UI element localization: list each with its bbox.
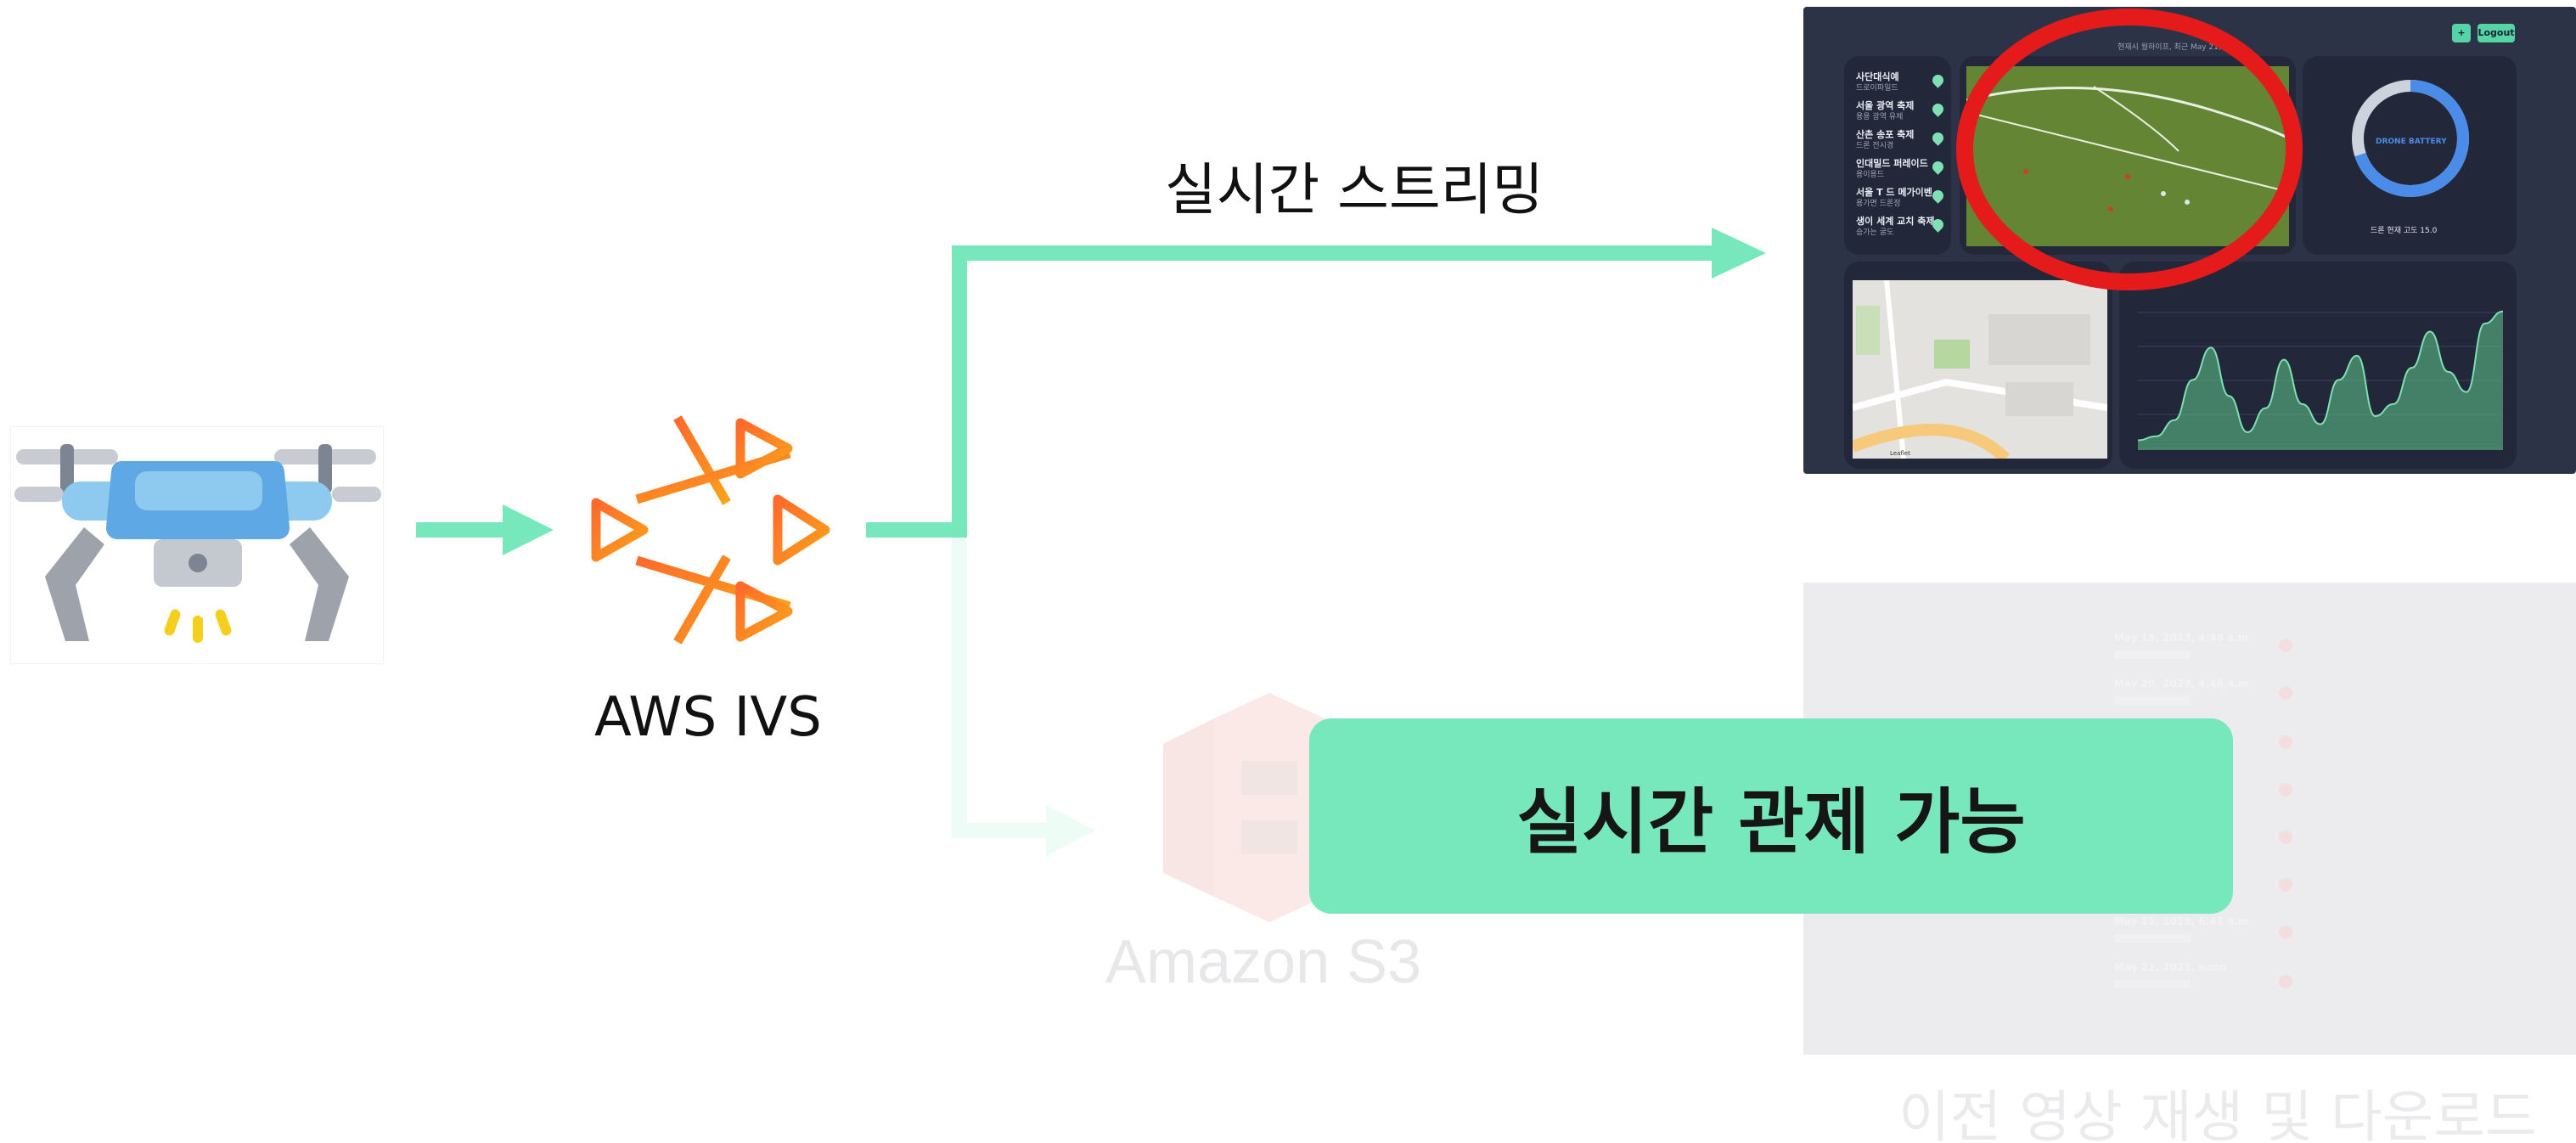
battery-gauge <box>2352 80 2469 197</box>
dashboard-header-text: 현재시 월하이프, 최근 May 21, 2... <box>2118 43 2236 52</box>
chart-panel <box>2119 262 2517 469</box>
map-panel: Leaflet <box>1844 262 2112 469</box>
live-dashboard-screenshot: 현재시 월하이프, 최근 May 21, 2... + Logout 사단대식예… <box>1803 7 2576 474</box>
live-video-feed[interactable] <box>1966 66 2289 246</box>
drone-icon <box>14 444 381 643</box>
arrow-ivs-to-dashboard <box>866 228 1766 538</box>
battery-label: DRONE BATTERY <box>2376 138 2447 146</box>
arrow-drone-to-ivs <box>416 504 554 555</box>
aws-ivs-icon <box>591 415 832 645</box>
streaming-label: 실시간 스트리밍 <box>1165 157 1544 222</box>
add-button[interactable]: + <box>2452 24 2471 42</box>
archive-caption: 이전 영상 재생 및 다운로드 <box>1898 1084 2537 1143</box>
battery-stat: 드론 현재 고도 15.0 <box>2371 227 2438 235</box>
map-attribution: Leaflet <box>1890 450 1910 457</box>
drone-node <box>10 426 384 664</box>
drone-list-panel: 사단대식예 드로이파일드 서울 광역 축제 용용 광역 유체 산촌 송포 축제 … <box>1844 56 1951 255</box>
callout-text: 실시간 관제 가능 <box>1516 780 2026 864</box>
map-view[interactable] <box>1853 280 2107 459</box>
altitude-chart <box>2138 310 2503 450</box>
arrow-ivs-to-s3 <box>952 530 1095 856</box>
video-panel <box>1960 56 2296 255</box>
ivs-label: AWS IVS <box>594 686 822 749</box>
battery-panel: DRONE BATTERY 드론 현재 고도 15.0 <box>2303 56 2517 255</box>
amazon-s3-label: Amazon S3 <box>1105 928 1422 996</box>
highlight-ring <box>1956 8 2303 290</box>
realtime-control-callout: 실시간 관제 가능 <box>1309 718 2233 914</box>
logout-button[interactable]: Logout <box>2478 24 2515 42</box>
